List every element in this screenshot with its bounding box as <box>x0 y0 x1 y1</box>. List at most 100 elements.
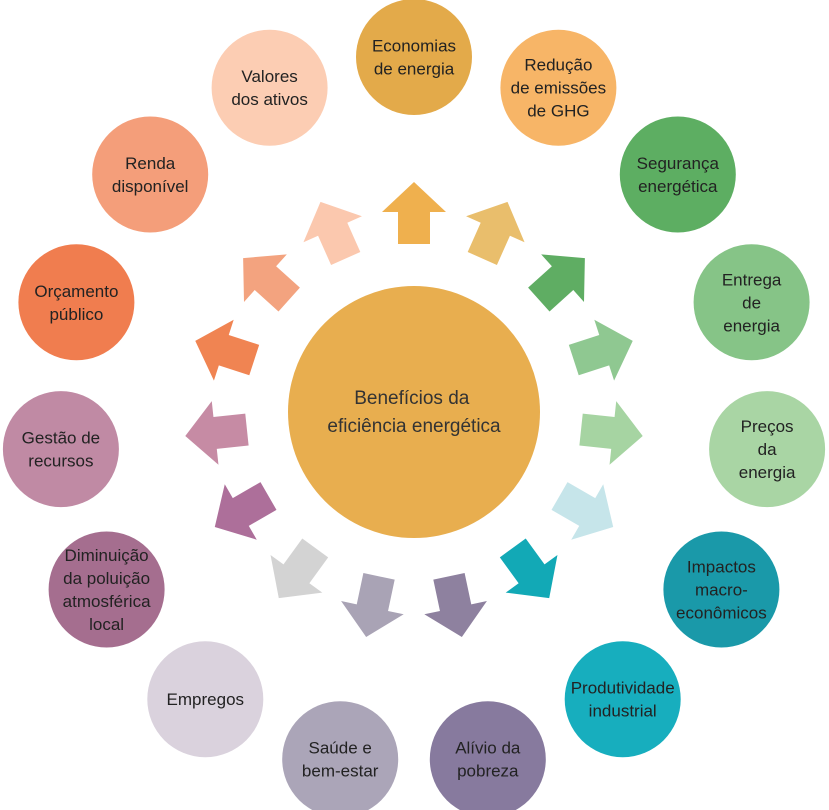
benefit-circle <box>2 391 119 508</box>
benefit-economias-de-energia: Economias de energia <box>356 0 472 115</box>
benefit-empregos: Empregos <box>147 641 264 758</box>
benefit-label-line: energia <box>723 316 780 335</box>
benefit-label-line: de <box>742 293 761 312</box>
benefit-label-line: Impactos <box>687 558 756 577</box>
benefit-label-line: Preços <box>741 417 794 436</box>
benefit-circle <box>147 641 264 758</box>
benefit-label-line: bem-estar <box>302 762 379 781</box>
benefit-label: Gestão de recursos <box>22 429 100 471</box>
arrow-precos-da-energia <box>579 401 643 465</box>
benefit-label-line: econômicos <box>676 604 767 623</box>
benefit-circle <box>564 641 681 758</box>
benefit-label: Impactos macro-econômicos <box>676 558 767 623</box>
benefit-precos-da-energia: Preços da energia <box>709 391 826 508</box>
benefit-saude-e-bem-estar: Saúde e bem-estar <box>282 701 399 810</box>
arrow-orcamento-publico <box>195 319 260 381</box>
benefit-label-line: atmosférica <box>63 592 151 611</box>
benefit-label: Alívio da pobreza <box>455 739 521 781</box>
center-circle <box>288 286 540 538</box>
arrow-gestao-de-recursos <box>185 401 249 465</box>
benefit-label-line: Redução <box>524 56 592 75</box>
benefit-circle <box>18 244 135 361</box>
center-hub: Benefícios da eficiência energética <box>288 286 540 538</box>
benefit-alivio-da-pobreza: Alívio da pobreza <box>429 701 546 810</box>
benefit-label-line: energia <box>739 463 796 482</box>
arrow-renda-disponivel <box>243 254 300 312</box>
benefit-seguranca-energetica: Segurança energética <box>619 116 736 233</box>
benefit-valores-dos-ativos: Valores dos ativos <box>211 29 328 146</box>
center-label-line: Benefícios da <box>354 388 470 409</box>
benefit-renda-disponivel: Renda disponível <box>92 116 209 233</box>
benefit-label-line: de GHG <box>527 102 589 121</box>
benefit-diminuicao-da-poluicao: Diminuição da poluição atmosférica local <box>48 531 165 648</box>
benefit-label-line: dos ativos <box>231 90 308 109</box>
benefit-label: Valores dos ativos <box>231 67 308 109</box>
benefit-label-line: Orçamento <box>34 282 118 301</box>
benefit-label: Empregos <box>167 690 244 709</box>
benefit-label-line: Diminuição <box>65 546 149 565</box>
benefit-label-line: Gestão de <box>22 429 100 448</box>
benefit-produtividade-industrial: Produtividade industrial <box>564 641 681 758</box>
benefit-label: Renda disponível <box>112 154 189 196</box>
benefit-impactos-macroeconomicos: Impactos macro-econômicos <box>663 531 780 648</box>
benefit-label-line: recursos <box>28 452 93 471</box>
benefit-orcamento-publico: Orçamento público <box>18 244 135 361</box>
benefit-label: Diminuição da poluição atmosférica local <box>63 546 151 634</box>
arrow-reducao-de-emissoes <box>466 201 525 266</box>
arrow-empregos <box>270 538 329 599</box>
benefit-circle <box>663 531 780 648</box>
benefit-entrega-de-energia: Entrega de energia <box>693 244 810 361</box>
benefit-label-line: macro- <box>695 581 748 600</box>
benefit-circle <box>48 531 165 648</box>
benefit-label-line: Economias <box>372 37 456 56</box>
benefit-circle <box>693 244 810 361</box>
benefit-label-line: pobreza <box>457 762 519 781</box>
benefit-circle <box>709 391 826 508</box>
benefit-label-line: da <box>758 440 777 459</box>
benefit-circle <box>282 701 399 810</box>
benefit-label-line: industrial <box>589 702 657 721</box>
benefit-label: Produtividade industrial <box>571 679 675 721</box>
benefit-label-line: Segurança <box>637 154 720 173</box>
benefit-label: Entrega de energia <box>722 270 782 335</box>
benefit-label: Segurança energética <box>637 154 720 196</box>
arrow-entrega-de-energia <box>568 319 633 381</box>
arrow-saude-e-bem-estar <box>341 573 404 638</box>
benefit-label-line: público <box>49 305 103 324</box>
arrow-diminuicao-da-poluicao <box>214 482 277 540</box>
arrow-ring <box>185 182 643 638</box>
benefit-label-line: Produtividade <box>571 679 675 698</box>
benefit-circle <box>500 29 617 146</box>
arrow-seguranca-energetica <box>528 254 585 312</box>
benefit-label-line: Empregos <box>167 690 244 709</box>
benefit-label-line: Saúde e <box>309 739 372 758</box>
benefit-circle <box>356 0 472 115</box>
benefit-label: Preços da energia <box>739 417 796 482</box>
center-label-line: eficiência energética <box>327 416 501 437</box>
benefit-label-line: de energia <box>374 60 455 79</box>
arrow-economias-de-energia <box>382 182 446 244</box>
benefit-circle <box>619 116 736 233</box>
arrow-alivio-da-pobreza <box>424 573 487 638</box>
arrow-valores-dos-ativos <box>303 201 362 266</box>
benefit-label-line: energética <box>638 177 718 196</box>
arrow-impactos-macroeconomicos <box>551 482 614 540</box>
benefit-label-line: Entrega <box>722 270 782 289</box>
benefit-label: Orçamento público <box>34 282 118 324</box>
benefit-circle <box>211 29 328 146</box>
benefit-circle <box>429 701 546 810</box>
benefit-label: Saúde e bem-estar <box>302 739 379 781</box>
benefit-label-line: local <box>89 615 124 634</box>
benefit-label-line: Renda <box>125 154 176 173</box>
center-label: Benefícios da eficiência energética <box>327 388 501 437</box>
benefit-label-line: da poluição <box>63 569 150 588</box>
arrow-produtividade-industrial <box>499 538 558 599</box>
benefit-label-line: Valores <box>241 67 297 86</box>
benefit-label: Economias de energia <box>372 37 456 79</box>
benefit-label-line: Alívio da <box>455 739 521 758</box>
benefit-label-line: disponível <box>112 177 189 196</box>
